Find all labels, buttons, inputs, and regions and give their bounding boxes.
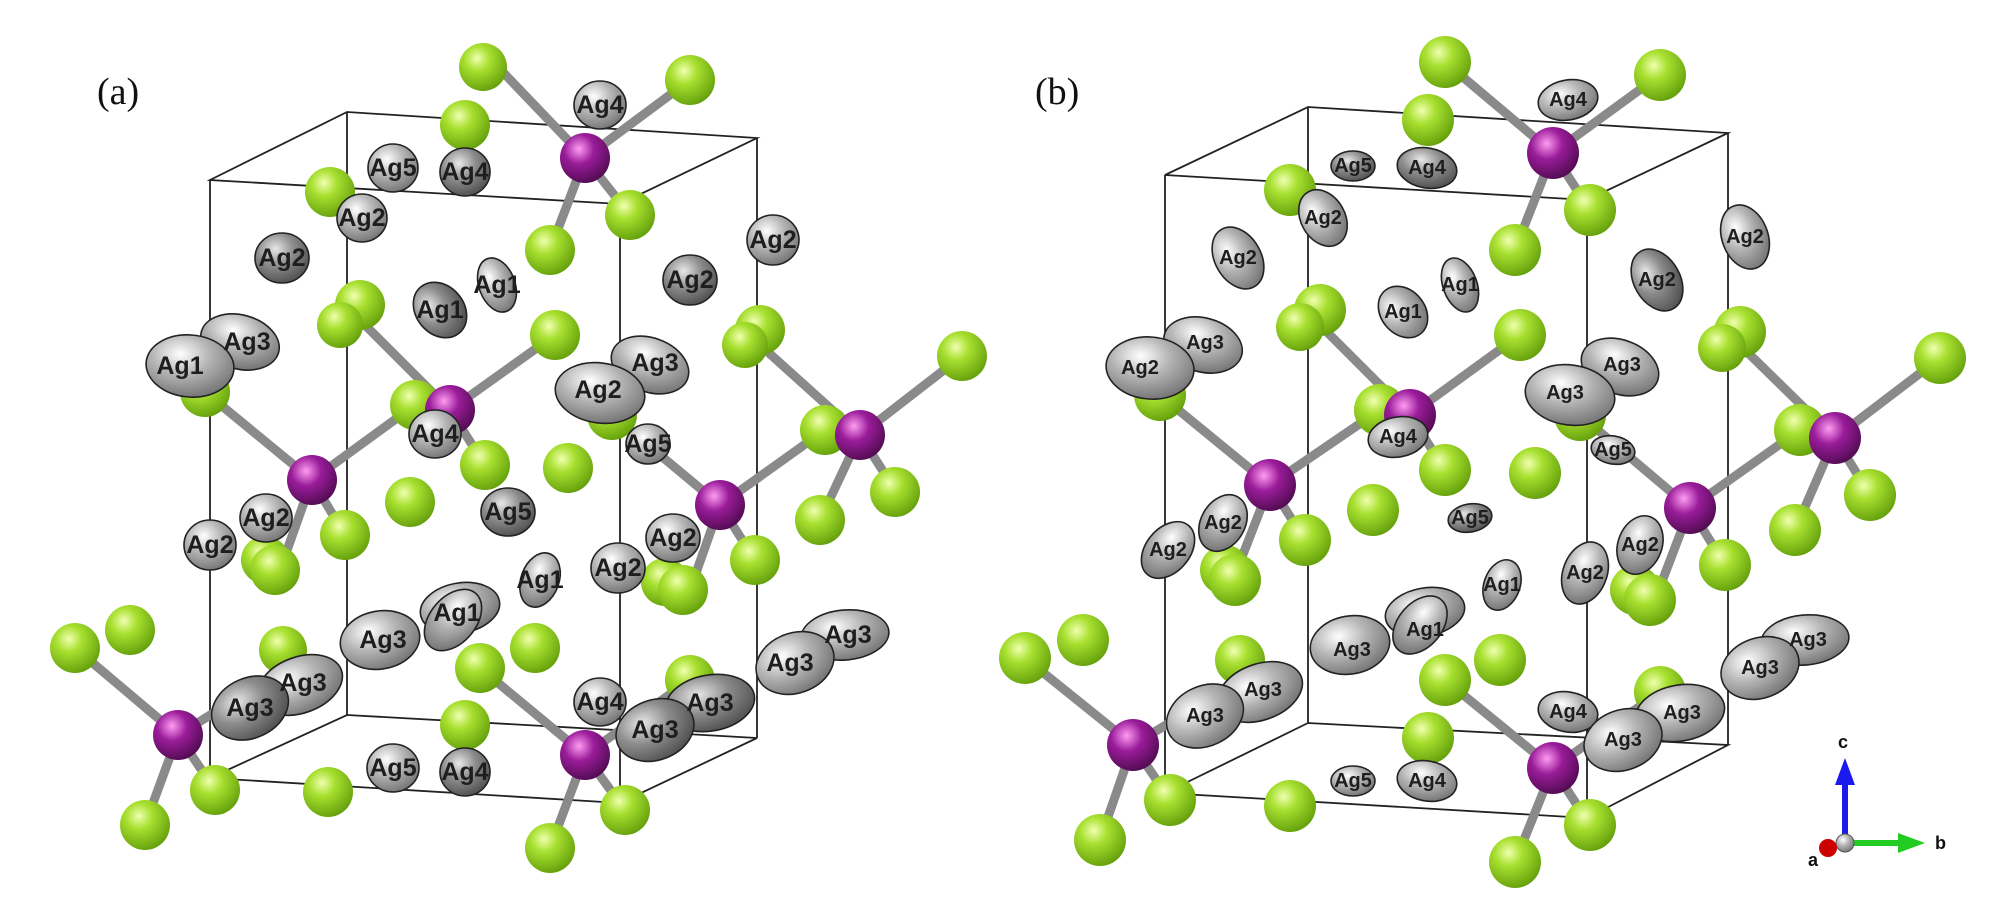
atom-label: Ag4: [1379, 426, 1418, 448]
atom-label: Ag5: [1594, 439, 1632, 461]
axis-c-label: c: [1838, 732, 1848, 752]
atom-label: Ag5: [1451, 507, 1489, 529]
atom-label: Ag3: [1603, 354, 1641, 376]
atom-label: Ag3: [631, 349, 678, 377]
atom-label: Ag3: [279, 669, 326, 697]
atom-label: Ag2: [1204, 512, 1242, 534]
atom-labels-b: Ag4 Ag5 Ag4 Ag2 Ag2 Ag2 Ag2 Ag1 Ag1 Ag3 …: [1121, 89, 1827, 792]
atom-label: Ag2: [1726, 226, 1764, 248]
atom-label: Ag3: [1604, 729, 1642, 751]
atom-label: Ag2: [1304, 207, 1342, 229]
atom-label: Ag2: [258, 244, 305, 272]
axis-triad: c b a: [1808, 732, 1946, 870]
atom-label: Ag1: [156, 352, 203, 380]
atom-label: Ag3: [1663, 702, 1701, 724]
atom-label: Ag1: [433, 599, 480, 627]
atom-label: Ag1: [1384, 301, 1422, 323]
atom-label: Ag2: [1121, 357, 1159, 379]
atom-label: Ag5: [369, 154, 416, 182]
bonds-a: [70, 62, 967, 853]
atom-label: Ag3: [1546, 382, 1584, 404]
structure-panel-a: Ag4 Ag5 Ag4 Ag2 Ag2 Ag2 Ag2 Ag1 Ag1 Ag3 …: [50, 43, 987, 873]
atom-label: Ag2: [242, 504, 289, 532]
atom-label: Ag2: [186, 531, 233, 559]
atom-label: Ag2: [594, 554, 641, 582]
chlorine-atoms-b: [999, 36, 1966, 888]
atom-label: Ag5: [624, 430, 671, 458]
atom-label: Ag4: [411, 420, 458, 448]
bonds-b: [1020, 57, 1945, 867]
atom-label: Ag1: [516, 566, 563, 594]
atom-label: Ag4: [1408, 157, 1447, 179]
panel-b-label: (b): [1035, 71, 1079, 113]
silver-atoms-a: [145, 80, 890, 797]
atom-label: Ag4: [441, 758, 488, 786]
atom-label: Ag3: [631, 716, 678, 744]
atom-label: Ag2: [749, 226, 796, 254]
atom-label: Ag1: [1406, 619, 1444, 641]
atom-label: Ag3: [686, 689, 733, 717]
panel-a-label: (a): [97, 71, 139, 113]
atom-label: Ag4: [1549, 89, 1588, 111]
atom-label: Ag3: [226, 694, 273, 722]
atom-label: Ag2: [1638, 269, 1676, 291]
atom-label: Ag3: [1244, 679, 1282, 701]
atom-label: Ag2: [666, 266, 713, 294]
atom-label: Ag1: [1483, 574, 1521, 596]
atom-label: Ag3: [1789, 629, 1827, 651]
atom-label: Ag5: [369, 754, 416, 782]
atom-label: Ag1: [473, 271, 520, 299]
axis-b-label: b: [1935, 833, 1946, 853]
atom-label: Ag4: [441, 158, 488, 186]
axis-a-label: a: [1808, 850, 1819, 870]
atom-label: Ag4: [576, 91, 623, 119]
silver-atoms-b: [1105, 78, 1850, 803]
atom-label: Ag3: [359, 626, 406, 654]
atom-labels-a: Ag4 Ag5 Ag4 Ag2 Ag2 Ag2 Ag2 Ag1 Ag1 Ag3 …: [156, 91, 871, 786]
atom-label: Ag3: [1186, 705, 1224, 727]
structure-panel-b: Ag4 Ag5 Ag4 Ag2 Ag2 Ag2 Ag2 Ag1 Ag1 Ag3 …: [999, 36, 1966, 888]
atom-label: Ag3: [766, 649, 813, 677]
atom-label: Ag4: [1549, 701, 1588, 723]
atom-label: Ag2: [1566, 562, 1604, 584]
atom-label: Ag1: [416, 296, 463, 324]
atom-label: Ag2: [649, 524, 696, 552]
atom-label: Ag2: [574, 376, 621, 404]
iodine-atoms-a: [153, 133, 885, 780]
atom-label: Ag4: [1408, 770, 1447, 792]
atom-label: Ag3: [824, 621, 871, 649]
atom-label: Ag1: [1441, 274, 1479, 296]
atom-label: Ag3: [1333, 639, 1371, 661]
atom-label: Ag5: [484, 498, 531, 526]
atom-label: Ag3: [1741, 657, 1779, 679]
iodine-atoms-b: [1107, 127, 1861, 794]
atom-label: Ag5: [1334, 770, 1372, 792]
atom-label: Ag3: [1186, 332, 1224, 354]
atom-label: Ag2: [1621, 534, 1659, 556]
atom-label: Ag2: [338, 204, 385, 232]
chlorine-atoms-a: [50, 43, 987, 873]
atom-label: Ag3: [223, 328, 270, 356]
atom-label: Ag5: [1334, 155, 1372, 177]
atom-label: Ag4: [576, 688, 623, 716]
atom-label: Ag2: [1219, 247, 1257, 269]
atom-label: Ag2: [1149, 539, 1187, 561]
